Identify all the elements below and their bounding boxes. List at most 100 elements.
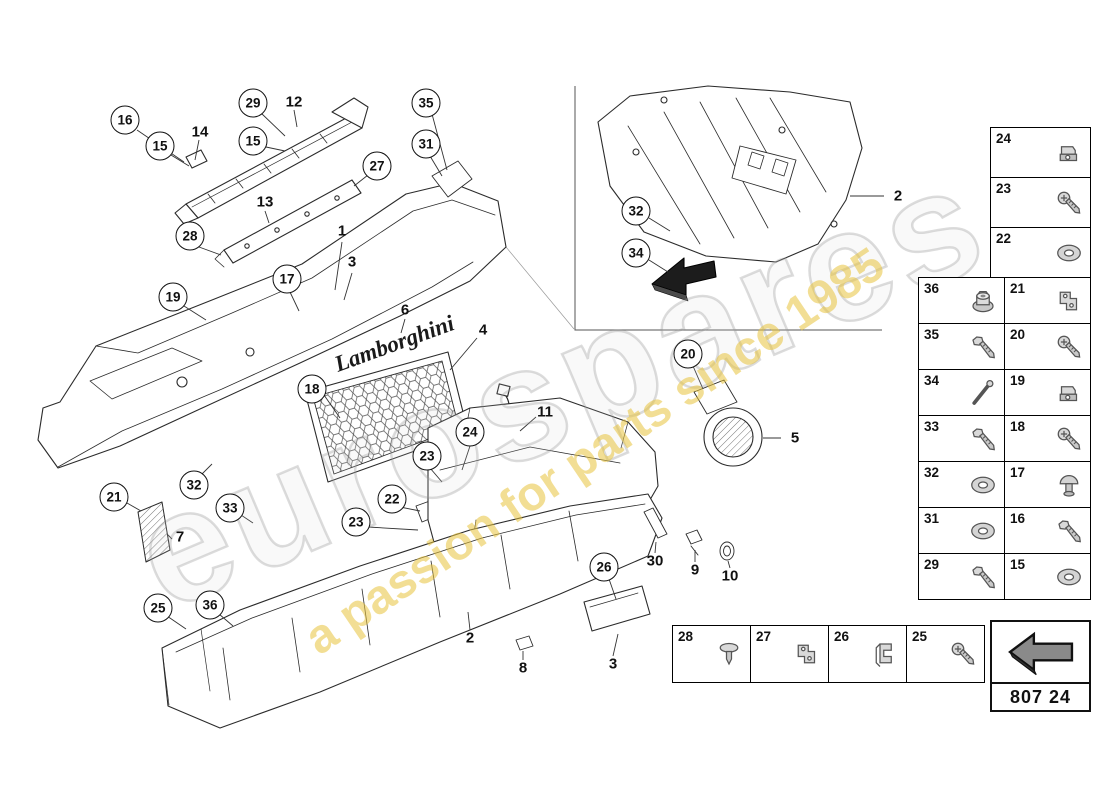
part-cell-36[interactable]: 36: [919, 278, 1005, 324]
part-label-7[interactable]: 7: [175, 528, 185, 546]
part-label-11[interactable]: 11: [537, 403, 553, 421]
callout-15-2[interactable]: 15: [238, 126, 268, 156]
part-cell-35[interactable]: 35: [919, 324, 1005, 370]
bolt-icon: [968, 332, 998, 362]
part-number: 34: [924, 373, 940, 388]
part-cell-17[interactable]: 17: [1005, 462, 1091, 508]
clip-part: [515, 635, 534, 651]
callout-23-2[interactable]: 23: [341, 507, 371, 537]
callout-28[interactable]: 28: [175, 221, 205, 251]
callout-24[interactable]: 24: [455, 417, 485, 447]
part-number: 15: [1010, 557, 1026, 572]
part-label-1[interactable]: 1: [337, 222, 347, 240]
part-cell-16[interactable]: 16: [1005, 508, 1091, 554]
diffuser: [161, 493, 663, 729]
part-cell-33[interactable]: 33: [919, 416, 1005, 462]
part-number: 29: [924, 557, 940, 572]
exhaust-finisher: [693, 379, 763, 467]
small-fittings: [643, 507, 735, 561]
part-number: 19: [1010, 373, 1026, 388]
part-cell-31[interactable]: 31: [919, 508, 1005, 554]
clip-icon: [1054, 378, 1084, 408]
part-label-5[interactable]: 5: [790, 429, 800, 447]
part-number: 23: [996, 181, 1012, 196]
bracket-icon: [1054, 286, 1084, 316]
part-cell-34[interactable]: 34: [919, 370, 1005, 416]
part-label-14[interactable]: 14: [191, 123, 209, 141]
callout-31[interactable]: 31: [411, 129, 441, 159]
callout-17[interactable]: 17: [272, 264, 302, 294]
part-cell-29[interactable]: 29: [919, 554, 1005, 600]
part-label-2[interactable]: 2: [465, 629, 475, 647]
callout-33[interactable]: 33: [215, 493, 245, 523]
parts-list-side: 24 23 22: [990, 127, 1091, 278]
diagram-code-box: 807 24: [990, 620, 1091, 712]
part-label-10[interactable]: 10: [721, 567, 739, 585]
callout-36[interactable]: 36: [195, 590, 225, 620]
callout-22[interactable]: 22: [377, 484, 407, 514]
screw-icon: [1054, 424, 1084, 454]
part-number: 26: [834, 629, 850, 644]
callout-34[interactable]: 34: [621, 238, 651, 268]
callout-18[interactable]: 18: [297, 374, 327, 404]
part-number: 27: [756, 629, 772, 644]
trim-plate: [583, 585, 651, 632]
part-number: 35: [924, 327, 940, 342]
callout-26[interactable]: 26: [589, 552, 619, 582]
callout-32[interactable]: 32: [179, 470, 209, 500]
washer-icon: [1054, 238, 1084, 268]
bolt-icon: [1054, 516, 1084, 546]
part-cell-27[interactable]: 27: [751, 626, 829, 683]
callout-25[interactable]: 25: [143, 593, 173, 623]
part-label-8[interactable]: 8: [518, 659, 528, 677]
callout-21[interactable]: 21: [99, 482, 129, 512]
part-number: 18: [1010, 419, 1026, 434]
part-number: 17: [1010, 465, 1026, 480]
part-label-9[interactable]: 9: [690, 561, 700, 579]
screw-icon: [948, 639, 978, 669]
part-cell-18[interactable]: 18: [1005, 416, 1091, 462]
part-cell-28[interactable]: 28: [673, 626, 751, 683]
callout-32-2[interactable]: 32: [621, 196, 651, 226]
part-cell-32[interactable]: 32: [919, 462, 1005, 508]
callout-16[interactable]: 16: [110, 105, 140, 135]
callout-27[interactable]: 27: [362, 151, 392, 181]
nut-icon: [968, 286, 998, 316]
part-cell-25[interactable]: 25: [907, 626, 985, 683]
part-label-2-2[interactable]: 2: [893, 187, 903, 205]
part-number: 25: [912, 629, 928, 644]
callout-29[interactable]: 29: [238, 88, 268, 118]
part-label-3-2[interactable]: 3: [608, 655, 618, 673]
impact-bar-strip: [174, 97, 369, 225]
part-label-6[interactable]: 6: [400, 301, 410, 319]
part-cell-23[interactable]: 23: [991, 178, 1091, 228]
part-number: 24: [996, 131, 1012, 146]
part-label-30[interactable]: 30: [646, 552, 664, 570]
callout-20[interactable]: 20: [673, 339, 703, 369]
part-cell-21[interactable]: 21: [1005, 278, 1091, 324]
reinforcement-strip: [214, 179, 362, 268]
part-label-3[interactable]: 3: [347, 253, 357, 271]
callout-23[interactable]: 23: [412, 441, 442, 471]
part-number: 28: [678, 629, 694, 644]
part-cell-24[interactable]: 24: [991, 128, 1091, 178]
callout-15[interactable]: 15: [145, 131, 175, 161]
section-frame: [505, 86, 882, 331]
part-cell-22[interactable]: 22: [991, 228, 1091, 278]
part-label-12[interactable]: 12: [285, 93, 303, 111]
bracket-icon: [792, 639, 822, 669]
part-cell-19[interactable]: 19: [1005, 370, 1091, 416]
callout-19[interactable]: 19: [158, 282, 188, 312]
part-cell-20[interactable]: 20: [1005, 324, 1091, 370]
part-cell-26[interactable]: 26: [829, 626, 907, 683]
part-label-4[interactable]: 4: [478, 321, 488, 339]
part-cell-15[interactable]: 15: [1005, 554, 1091, 600]
callout-35[interactable]: 35: [411, 88, 441, 118]
part-number: 16: [1010, 511, 1026, 526]
part-number: 20: [1010, 327, 1026, 342]
grommet-icon: [1054, 470, 1084, 500]
part-label-13[interactable]: 13: [256, 193, 274, 211]
washer-icon: [968, 470, 998, 500]
side-bracket: [137, 501, 171, 563]
